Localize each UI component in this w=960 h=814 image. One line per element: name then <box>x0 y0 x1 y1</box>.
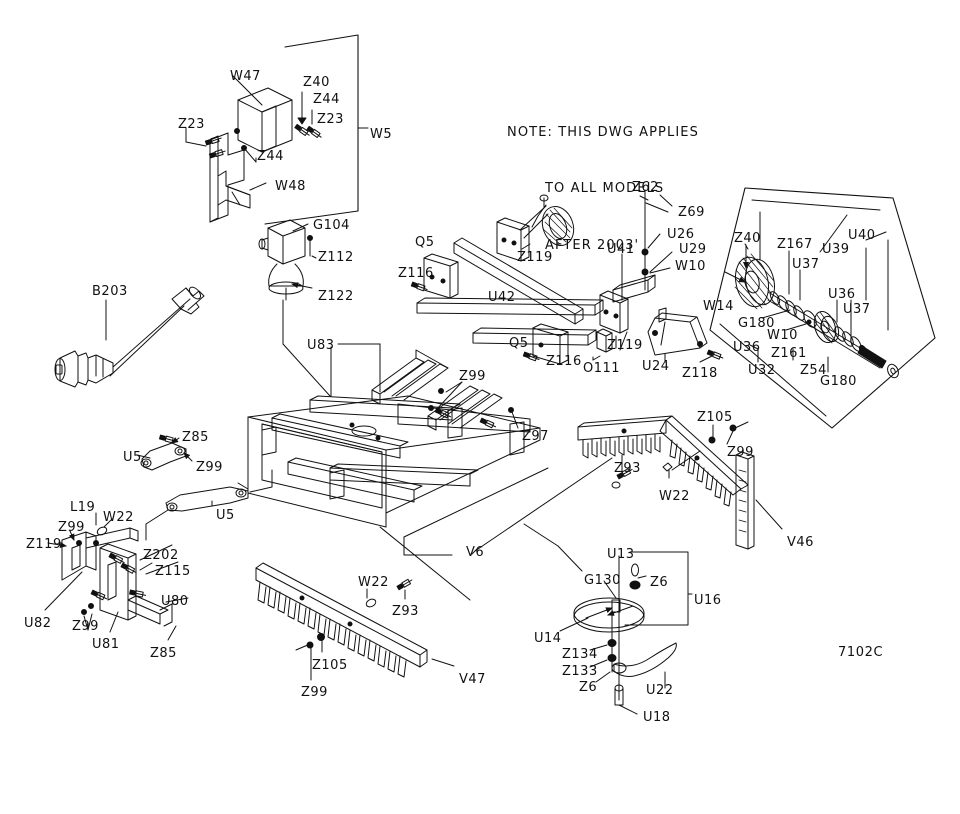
part-label-w10: W10 <box>675 259 706 274</box>
part-label-z99: Z99 <box>727 445 754 460</box>
part-label-z99: Z99 <box>459 369 486 384</box>
part-label-w22: W22 <box>103 510 134 525</box>
part-label-u13: U13 <box>607 547 635 562</box>
part-label-w22: W22 <box>358 575 389 590</box>
note-line-3: AFTER 2003' <box>545 237 640 253</box>
part-label-q5: Q5 <box>415 235 435 250</box>
part-label-u14: U14 <box>534 631 562 646</box>
part-label-u42: U42 <box>488 290 516 305</box>
part-label-g180: G180 <box>738 316 775 331</box>
part-label-u36: U36 <box>733 340 761 355</box>
part-label-w22: W22 <box>659 489 690 504</box>
part-label-v47: V47 <box>459 672 486 687</box>
part-label-z93: Z93 <box>614 461 641 476</box>
part-label-u82: U82 <box>24 616 52 631</box>
part-label-z118: Z118 <box>682 366 718 381</box>
part-label-z40: Z40 <box>734 231 761 246</box>
part-label-z122: Z122 <box>318 289 354 304</box>
part-label-z69: Z69 <box>678 205 705 220</box>
part-label-z6: Z6 <box>650 575 669 590</box>
part-label-z99: Z99 <box>72 619 99 634</box>
part-label-u80: U80 <box>161 594 189 609</box>
part-label-z119: Z119 <box>607 338 643 353</box>
note-line-1: NOTE: THIS DWG APPLIES <box>507 124 699 140</box>
drawing-number: 7102C <box>838 645 884 660</box>
part-label-g130: G130 <box>584 573 621 588</box>
part-label-b203: B203 <box>92 284 128 299</box>
part-label-u5: U5 <box>216 508 235 523</box>
part-label-z119: Z119 <box>517 250 553 265</box>
part-label-q5: Q5 <box>509 336 529 351</box>
part-label-u40: U40 <box>848 228 876 243</box>
part-label-z99: Z99 <box>301 685 328 700</box>
part-label-g180: G180 <box>820 374 857 389</box>
part-label-z202: Z202 <box>143 548 179 563</box>
part-label-z6: Z6 <box>579 680 598 695</box>
part-label-z112: Z112 <box>318 250 354 265</box>
part-label-z116: Z116 <box>546 354 582 369</box>
part-label-u36: U36 <box>828 287 856 302</box>
part-label-u24: U24 <box>642 359 670 374</box>
part-label-z44: Z44 <box>313 92 340 107</box>
part-label-z133: Z133 <box>562 664 598 679</box>
part-label-z93: Z93 <box>392 604 419 619</box>
part-label-u22: U22 <box>646 683 674 698</box>
part-label-z99: Z99 <box>58 520 85 535</box>
part-label-z167: Z167 <box>777 237 813 252</box>
part-label-z40: Z40 <box>303 75 330 90</box>
part-label-u37: U37 <box>843 302 871 317</box>
part-label-u83: U83 <box>307 338 335 353</box>
part-label-u18: U18 <box>643 710 671 725</box>
part-label-z116: Z116 <box>398 266 434 281</box>
part-label-u37: U37 <box>792 257 820 272</box>
part-label-u41: U41 <box>607 242 635 257</box>
part-label-z23: Z23 <box>178 117 205 132</box>
part-label-w5: W5 <box>370 127 393 142</box>
note-line-2: TO ALL MODELS <box>545 181 665 197</box>
part-label-u81: U81 <box>92 637 120 652</box>
part-label-z105: Z105 <box>312 658 348 673</box>
part-label-v46: V46 <box>787 535 814 550</box>
part-label-z44: Z44 <box>257 149 284 164</box>
part-label-l19: L19 <box>70 500 96 515</box>
part-label-w47: W47 <box>230 69 261 84</box>
part-label-u26: U26 <box>667 227 695 242</box>
part-label-z85: Z85 <box>150 646 177 661</box>
part-label-z85: Z85 <box>182 430 209 445</box>
part-label-w10: W10 <box>767 328 798 343</box>
part-label-z99: Z99 <box>196 460 223 475</box>
part-label-z119: Z119 <box>26 537 62 552</box>
drawing-note: NOTE: THIS DWG APPLIES TO ALL MODELS AFT… <box>507 86 699 293</box>
part-label-z115: Z115 <box>155 564 191 579</box>
part-label-z62: Z62 <box>632 180 659 195</box>
part-label-z97: Z97 <box>522 429 549 444</box>
part-label-z134: Z134 <box>562 647 598 662</box>
part-label-v6: V6 <box>466 545 485 560</box>
part-label-z23: Z23 <box>317 112 344 127</box>
part-label-u32: U32 <box>748 363 776 378</box>
part-label-w48: W48 <box>275 179 306 194</box>
part-label-z161: Z161 <box>771 346 807 361</box>
part-label-z105: Z105 <box>697 410 733 425</box>
part-label-u29: U29 <box>679 242 707 257</box>
part-label-u39: U39 <box>822 242 850 257</box>
part-label-o111: O111 <box>583 361 621 376</box>
part-label-u5: U5 <box>123 450 142 465</box>
part-label-z54: Z54 <box>800 363 827 378</box>
part-label-g104: G104 <box>313 218 350 233</box>
part-label-w14: W14 <box>703 299 734 314</box>
part-label-u16: U16 <box>694 593 722 608</box>
